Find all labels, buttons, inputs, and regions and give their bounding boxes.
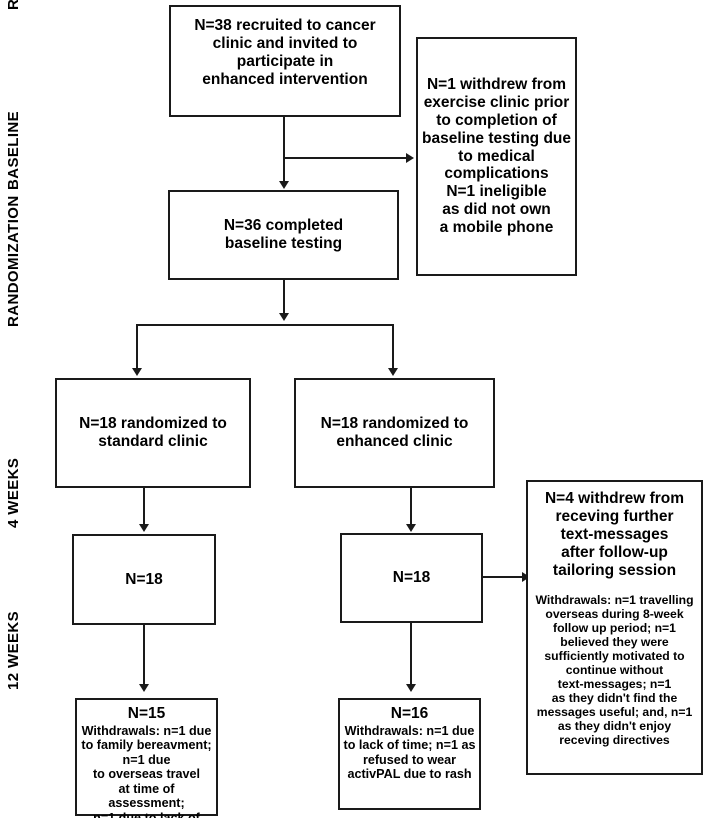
node-baseline-text: N=36 completed baseline testing [223,217,344,252]
arrowhead-excluded [406,153,414,163]
node-excluded[interactable]: N=1 withdrew from exercise clinic prior … [416,37,577,276]
node-randomized-standard-text: N=18 randomized to standard clinic [79,415,227,450]
connector-split-right [392,324,394,370]
arrowhead-week12-enhanced [406,684,416,692]
node-randomized-enhanced-text: N=18 randomized to enhanced clinic [320,415,469,450]
node-week12-enhanced-detail: Withdrawals: n=1 due to lack of time; n=… [343,723,476,782]
connector-recruit-to-baseline [283,117,285,183]
connector-week4-enhanced-to-week12 [410,623,412,685]
node-week12-standard-detail: Withdrawals: n=1 due to family bereavmen… [81,723,212,818]
node-randomized-enhanced[interactable]: N=18 randomized to enhanced clinic [294,378,495,488]
node-baseline[interactable]: N=36 completed baseline testing [168,190,399,280]
node-week4-standard-text: N=18 [125,570,163,588]
node-week12-standard[interactable]: N=15 Withdrawals: n=1 due to family bere… [75,698,218,818]
connector-rand-enhanced-to-week4 [410,488,412,526]
connector-week4-to-withdrawal [483,576,525,578]
connector-split-bar [136,324,394,326]
connector-rand-standard-to-week4 [143,488,145,526]
connector-week4-standard-to-week12 [143,625,145,685]
arrowhead-rand-enhanced [388,368,398,376]
node-withdrawal-week4[interactable]: N=4 withdrew from receving further text-… [526,480,703,775]
node-recruitment[interactable]: N=38 recruited to cancer clinic and invi… [169,5,401,117]
arrowhead-rand-standard [132,368,142,376]
node-randomized-standard[interactable]: N=18 randomized to standard clinic [55,378,251,488]
arrowhead-week12-standard [139,684,149,692]
node-week4-enhanced[interactable]: N=18 [340,533,483,623]
connector-baseline-down [283,280,285,318]
node-withdrawal-week4-heading: N=4 withdrew from receving further text-… [544,490,685,579]
arrowhead-week4-enhanced [406,524,416,532]
arrowhead-baseline [279,181,289,189]
node-week12-standard-heading: N=15 [127,705,166,722]
node-week4-enhanced-text: N=18 [392,569,431,587]
connector-split-left [136,324,138,370]
node-week4-standard[interactable]: N=18 [72,534,216,625]
node-withdrawal-week4-detail: Withdrawals: n=1 travelling overseas dur… [535,592,694,748]
arrowhead-week4-standard [139,524,149,532]
node-recruitment-text: N=38 recruited to cancer clinic and invi… [194,17,376,88]
connector-recruit-to-excluded [283,157,408,159]
node-week12-enhanced[interactable]: N=16 Withdrawals: n=1 due to lack of tim… [338,698,481,810]
arrowhead-split [279,313,289,321]
node-excluded-text: N=1 withdrew from exercise clinic prior … [422,75,572,237]
node-week12-enhanced-heading: N=16 [390,705,429,722]
